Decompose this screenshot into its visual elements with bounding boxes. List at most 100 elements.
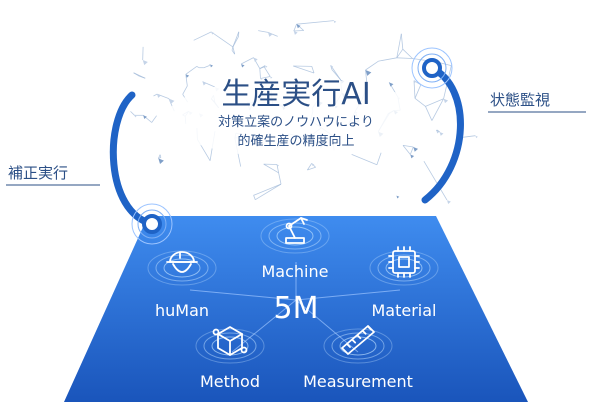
- item-ring: [163, 258, 201, 278]
- network-edge: [193, 31, 212, 41]
- network-edge: [255, 183, 282, 201]
- monitoring-label: 状態監視: [490, 91, 550, 109]
- network-edge: [278, 172, 282, 185]
- network-edge: [293, 65, 315, 74]
- network-edge: [203, 65, 210, 69]
- network-edge: [365, 69, 368, 86]
- network-edge: [159, 154, 162, 158]
- network-node: [265, 65, 268, 68]
- network-node: [447, 200, 451, 204]
- network-edge: [402, 48, 413, 59]
- item-ring: [147, 250, 217, 286]
- network-edge: [351, 154, 378, 166]
- label-measurement: Measurement: [303, 372, 413, 391]
- network-node: [185, 74, 190, 78]
- network-node: [168, 98, 175, 105]
- item-ring: [155, 254, 209, 282]
- label-5m: 5M: [274, 291, 319, 326]
- network-edge: [232, 31, 240, 48]
- network-edge: [258, 30, 269, 33]
- label-human: huMan: [155, 301, 209, 320]
- network-node: [293, 30, 298, 35]
- network-edge: [307, 163, 313, 171]
- network-edge: [425, 106, 433, 121]
- network-node: [443, 98, 449, 104]
- item-ring: [195, 328, 265, 364]
- item-ring: [377, 254, 431, 282]
- label-method: Method: [200, 372, 260, 391]
- network-node: [414, 80, 417, 83]
- network-node: [413, 147, 419, 152]
- network-edge: [156, 93, 170, 99]
- ai-subtitle-line2: 的確生産の精度向上: [237, 133, 354, 149]
- network-edge: [413, 80, 416, 99]
- network-node: [142, 59, 148, 66]
- network-edge: [396, 33, 402, 58]
- network-edge: [263, 66, 271, 77]
- network-edge: [240, 57, 254, 65]
- network-edge: [158, 154, 161, 159]
- worker-helmet-icon: [166, 251, 198, 273]
- robot-arm-icon: [285, 217, 308, 244]
- network-edge: [365, 60, 379, 71]
- left-node: [131, 203, 173, 245]
- network-edge: [414, 97, 426, 107]
- network-node: [157, 94, 161, 98]
- network-edge: [330, 65, 341, 81]
- item-ring: [331, 332, 385, 360]
- network-edge: [196, 66, 200, 69]
- network-node: [270, 76, 273, 79]
- network-node: [211, 31, 214, 35]
- network-edge: [402, 145, 411, 155]
- network-edge: [211, 31, 234, 48]
- network-edge: [259, 68, 261, 79]
- network-edge: [260, 76, 271, 79]
- network-node: [396, 195, 400, 199]
- network-edge: [208, 64, 211, 66]
- item-ring: [203, 332, 257, 360]
- network-edge: [378, 57, 397, 62]
- network-node: [311, 163, 315, 167]
- network-node: [330, 65, 334, 68]
- network-edge: [396, 57, 413, 59]
- network-node: [267, 32, 273, 37]
- network-edge: [296, 20, 334, 25]
- network-cloud: [130, 20, 478, 204]
- network-edge: [436, 129, 440, 133]
- network-edge: [253, 195, 256, 200]
- correction-arc: [109, 91, 156, 228]
- network-edge: [253, 183, 282, 196]
- network-edge: [425, 98, 444, 107]
- network-edge: [182, 85, 188, 95]
- network-node: [439, 131, 444, 136]
- network-edge: [185, 74, 188, 86]
- correction-label: 補正実行: [8, 164, 68, 182]
- item-ring: [323, 328, 393, 364]
- network-edge: [400, 33, 404, 50]
- network-edge: [153, 93, 158, 97]
- network-node: [389, 82, 394, 87]
- network-edge: [402, 145, 414, 148]
- chip-icon: [388, 246, 420, 278]
- network-edge: [311, 66, 315, 74]
- network-node: [296, 24, 301, 29]
- network-edge: [133, 72, 140, 77]
- network-node: [333, 20, 337, 24]
- right-node: [411, 47, 453, 89]
- network-edge: [185, 66, 197, 75]
- network-edge: [293, 24, 297, 32]
- network-edge: [423, 160, 448, 201]
- network-edge: [231, 50, 236, 55]
- network-node: [475, 135, 478, 139]
- 5m-items: [147, 217, 439, 364]
- network-edge: [259, 65, 266, 69]
- ruler-icon: [341, 325, 375, 355]
- network-edge: [376, 152, 382, 165]
- item-ring: [260, 218, 330, 254]
- monitoring-arc: [421, 64, 464, 204]
- network-node: [202, 81, 207, 86]
- network-edge: [276, 164, 279, 173]
- network-edge: [263, 163, 279, 174]
- label-material: Material: [372, 301, 437, 320]
